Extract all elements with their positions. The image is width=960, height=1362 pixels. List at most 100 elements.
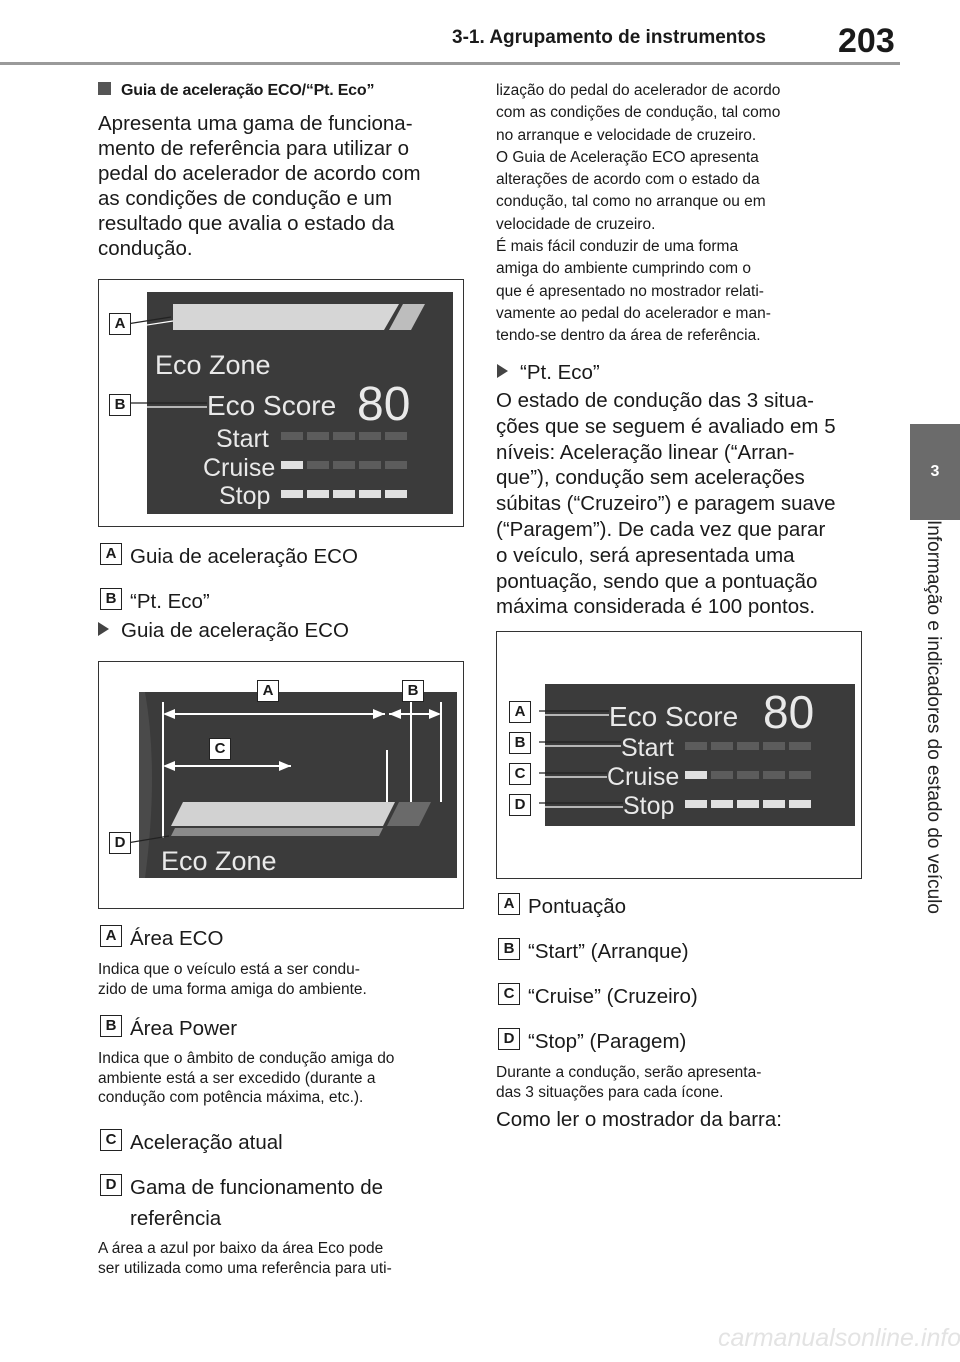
subheading-text: “Pt. Eco” (520, 361, 600, 384)
eco-score-illustration: Eco Score 80 Start Cruise Stop (539, 684, 855, 826)
legend-key: D (498, 1028, 520, 1050)
callout-label-d: D (109, 832, 131, 854)
legend-key: C (100, 1129, 122, 1151)
stop-level-segment (789, 800, 811, 808)
intro-line: condução. (98, 237, 193, 260)
start-label: Start (216, 425, 269, 453)
eco-zone-label: Eco Zone (161, 846, 277, 876)
cruise-level-segment (789, 771, 811, 779)
text-line: pontuação, sendo que a pontuação (496, 569, 818, 593)
intro-line: as condições de condução e um (98, 187, 393, 210)
heading-text: Guia de aceleração ECO/“Pt. Eco” (121, 82, 375, 99)
continued-text: lização do pedal do acelerador de acordo… (496, 80, 868, 348)
stop-label: Stop (623, 792, 674, 820)
text-line: o veículo, será apresentada uma (496, 543, 795, 567)
chapter-tab: 3 (910, 424, 960, 520)
start-level-segment (763, 742, 785, 750)
cruise-level-segment (359, 461, 381, 469)
callout-lines (539, 710, 623, 804)
cruise-level-segment (385, 461, 407, 469)
dimension-arrows (163, 709, 441, 771)
cruise-level-segment (763, 771, 785, 779)
stop-level-segment (281, 490, 303, 498)
text-line: ções que se seguem é avaliado em 5 (496, 414, 836, 438)
eco-score-label: Eco Score (609, 701, 738, 732)
cruise-label: Cruise (203, 454, 275, 482)
cruise-level-segment (281, 461, 303, 469)
text-line: O estado de condução das 3 situa- (496, 389, 814, 412)
legend-text: “Stop” (Paragem) (528, 1030, 687, 1053)
stop-level-segment (333, 490, 355, 498)
cruise-level-segment (737, 771, 759, 779)
score-value: 80 (357, 378, 410, 431)
callout-label-b: B (402, 680, 424, 702)
legend-text: Área ECO (130, 927, 224, 950)
text-line: níveis: Aceleração linear (“Arran- (496, 440, 795, 464)
eco-zone-label: Eco Zone (155, 350, 271, 380)
chapter-title: Informação e indicadores do estado do ve… (923, 520, 944, 914)
dimension-lines (162, 702, 442, 838)
power-area-bar (389, 304, 425, 330)
text-line: máxima considerada é 100 pontos. (496, 595, 816, 619)
text-line: O Guia de Aceleração ECO apresenta (496, 148, 759, 166)
figure-eco-display: Eco Zone Eco Score 80 Start Cruise Stop … (98, 279, 464, 527)
legend-text: Área Power (130, 1017, 238, 1040)
desc-line: Indica que o veículo está a ser condu- (98, 961, 360, 978)
watermark: carmanualsonline.info (718, 1324, 960, 1352)
callout-label-b: B (109, 394, 131, 416)
subheading-eco-guide: Guia de aceleração ECO (98, 619, 349, 643)
text-line: tendo-se dentro da área de referência. (496, 327, 761, 345)
after-text: Durante a condução, serão apresenta- das… (496, 1063, 761, 1102)
legend-text: Guia de aceleração ECO (130, 545, 358, 568)
callout-label-a: A (257, 680, 279, 702)
reference-range-bar (171, 828, 383, 836)
stop-label: Stop (219, 482, 270, 510)
intro-line: mento de referência para utilizar o (98, 137, 410, 160)
intro-line: pedal do acelerador de acordo com (98, 162, 421, 185)
start-level-segment (685, 742, 707, 750)
stop-level-segment (359, 490, 381, 498)
heading-eco-guide: Guia de aceleração ECO/“Pt. Eco” (98, 82, 374, 100)
legend-key: B (100, 1015, 122, 1037)
text-line: Durante a condução, serão apresenta- (496, 1064, 762, 1081)
start-level-segment (789, 742, 811, 750)
text-line: alterações de acordo com o estado da (496, 171, 760, 189)
text-line: das 3 situações para cada ícone. (496, 1083, 724, 1101)
cruise-level-segment (333, 461, 355, 469)
text-line: súbitas (“Cruzeiro”) e paragem suave (496, 492, 836, 516)
stop-level-segment (385, 490, 407, 498)
desc-line: ambiente está a ser excedido (durante a (98, 1069, 376, 1087)
legend-text-cont: referência (130, 1207, 222, 1230)
section-title: 3-1. Agrupamento de instrumentos (452, 27, 766, 48)
desc-line: Indica que o âmbito de condução amiga do (98, 1050, 395, 1067)
legend-item: B “Pt. Eco” (100, 588, 460, 614)
start-level-segment (307, 432, 329, 440)
subheading-pt-eco: “Pt. Eco” (497, 361, 600, 385)
legend-item: B Área Power (100, 1015, 460, 1041)
cruise-level-segment (307, 461, 329, 469)
start-level-segment (333, 432, 355, 440)
chapter-title-vertical: Informação e indicadores do estado do ve… (918, 520, 944, 980)
eco-display-illustration: Eco Zone Eco Score 80 Start Cruise Stop (120, 292, 453, 514)
callout-label-c: C (509, 763, 531, 785)
eco-guide-illustration: Eco Zone (120, 692, 457, 878)
legend-key: C (498, 983, 520, 1005)
legend-description: Indica que o veículo está a ser condu- z… (98, 960, 367, 999)
legend-description: Indica que o âmbito de condução amiga do… (98, 1049, 394, 1108)
callout-lines-halo (545, 714, 623, 808)
display-edge (139, 692, 152, 878)
stop-level-segment (763, 800, 785, 808)
intro-paragraph: Apresenta uma gama de funciona- mento de… (98, 111, 468, 261)
legend-key: A (100, 543, 122, 565)
legend-text: “Pt. Eco” (130, 590, 210, 613)
start-label: Start (621, 734, 674, 762)
legend-item: C Aceleração atual (100, 1129, 460, 1155)
stop-level-segment (307, 490, 329, 498)
figure-eco-guide: Eco Zone A B C D (98, 661, 464, 909)
text-line: que”), condução sem acelerações (496, 466, 805, 490)
display-screen (145, 692, 457, 878)
square-bullet-icon (98, 82, 111, 95)
subheading-text: Guia de aceleração ECO (121, 619, 349, 642)
text-line: lização do pedal do acelerador de acordo (496, 82, 781, 99)
text-line: amiga do ambiente cumprindo com o (496, 260, 752, 278)
